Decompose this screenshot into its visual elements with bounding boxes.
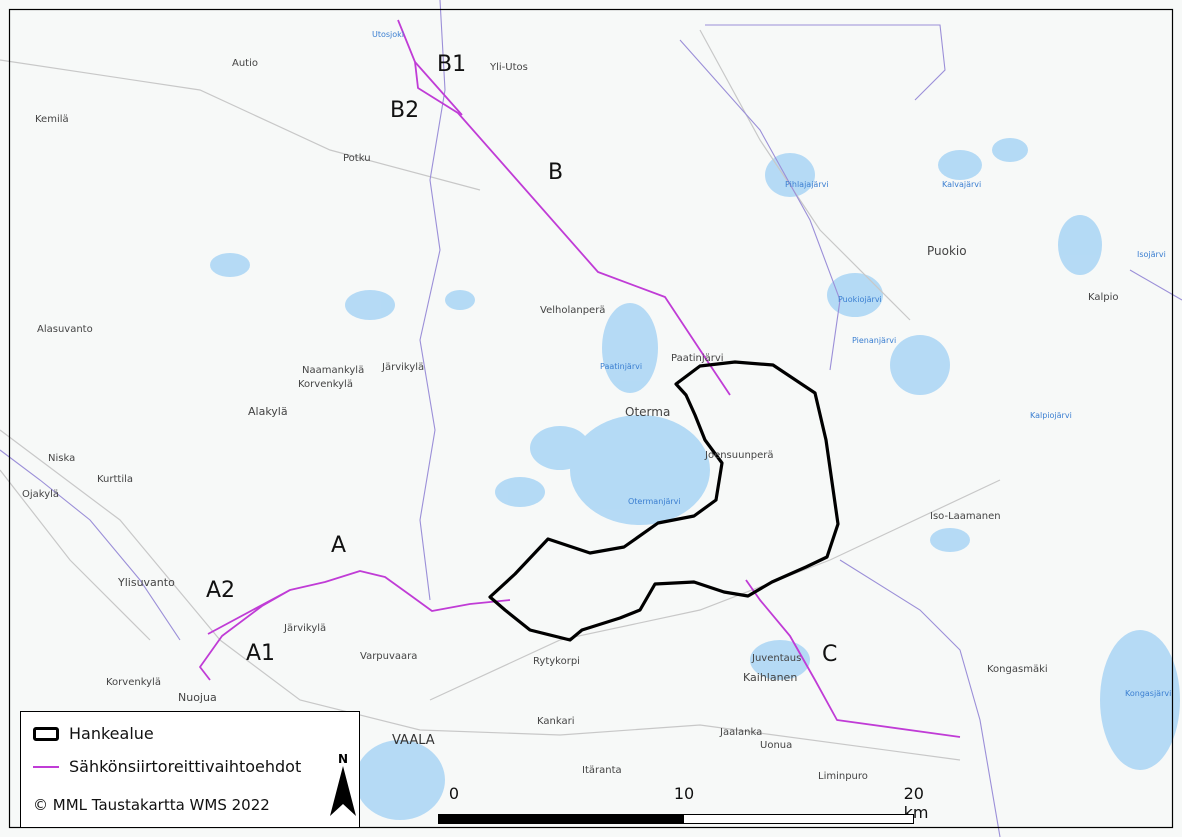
place-naamankyla: Naamankylä: [302, 365, 365, 376]
place-alasuvanto: Alasuvanto: [37, 324, 93, 335]
route-lines: [199, 19, 961, 738]
scale-segment-black: [438, 814, 684, 824]
north-arrow-icon: [330, 766, 356, 816]
project-area-boundary: [488, 360, 840, 642]
place-autio: Autio: [232, 58, 258, 69]
legend-copyright: © MML Taustakartta WMS 2022: [33, 796, 270, 814]
place-jarvikyla-south: Järvikylä: [284, 623, 327, 634]
place-itaranta: Itäranta: [582, 765, 622, 776]
north-label: N: [337, 752, 349, 766]
place-liminpuro: Liminpuro: [818, 771, 868, 782]
place-jaalanka: Jaalanka: [720, 727, 763, 738]
route-label-a2: A2: [206, 578, 236, 603]
place-nuojua: Nuojua: [178, 691, 217, 704]
water-bodies: [210, 138, 1180, 820]
place-ylisuvanto: Ylisuvanto: [118, 576, 175, 589]
place-kalpio: Kalpio: [1088, 292, 1119, 303]
water-isojarvi: Isojärvi: [1137, 250, 1166, 259]
route-label-b2: B2: [390, 98, 420, 123]
route-label-b: B: [548, 160, 564, 185]
place-vaala: VAALA: [392, 733, 435, 748]
place-kurttila: Kurttila: [97, 474, 134, 485]
place-yli-utos: Yli-Utos: [490, 62, 528, 73]
water-paatinjarvi: Paatinjärvi: [600, 362, 643, 371]
scale-segment-white: [683, 814, 914, 824]
water-kalpiojarvi: Kalpiojärvi: [1030, 411, 1072, 420]
legend: Hankealue Sähkönsiirtoreittivaihtoehdot …: [20, 711, 360, 828]
place-iso-laamanen: Iso-Laamanen: [930, 511, 1001, 522]
place-jarvikyla-north: Järvikylä: [382, 362, 425, 373]
place-potku: Potku: [343, 153, 371, 164]
place-uonua: Uonua: [760, 740, 793, 751]
place-alakyla: Alakylä: [248, 405, 288, 418]
place-korvenkyla-south: Korvenkylä: [106, 677, 161, 688]
legend-label-hankealue: Hankealue: [69, 724, 154, 743]
scale-bar: 0 10 20 km: [438, 784, 928, 834]
place-velholanpera: Velholanperä: [540, 305, 606, 316]
scale-label-10: 10: [673, 784, 695, 803]
water-kongasjarvi: Kongasjärvi: [1125, 689, 1172, 698]
scale-label-0: 0: [448, 784, 460, 803]
legend-item-routes: Sähkönsiirtoreittivaihtoehdot: [33, 757, 301, 776]
water-otermanjarvi: Otermanjärvi: [628, 497, 681, 506]
place-korvenkyla-north: Korvenkylä: [298, 379, 353, 390]
place-kaihlanen: Kaihlanen: [743, 671, 798, 684]
place-joensuunpera: Joensuunperä: [705, 450, 774, 461]
place-niska: Niska: [48, 453, 76, 464]
legend-label-routes: Sähkönsiirtoreittivaihtoehdot: [69, 757, 302, 776]
water-puokiojarvi: Puokiojärvi: [838, 295, 882, 304]
place-kongasmaki: Kongasmäki: [987, 664, 1048, 675]
route-label-b1: B1: [437, 52, 467, 77]
place-puokio: Puokio: [927, 244, 967, 258]
water-utosjoki: Utosjoki: [372, 30, 405, 39]
legend-swatch-boundary: [33, 726, 59, 741]
place-kankari: Kankari: [537, 716, 575, 727]
route-label-a1: A1: [246, 641, 276, 666]
route-label-c: C: [822, 642, 838, 667]
place-varpuvaara: Varpuvaara: [360, 651, 418, 662]
legend-swatch-route: [33, 765, 59, 768]
place-oterma: Oterma: [625, 405, 671, 419]
legend-item-hankealue: Hankealue: [33, 724, 154, 743]
water-kalvajarvi: Kalvajärvi: [942, 180, 982, 189]
place-paatinjarvi: Paatinjärvi: [671, 353, 724, 364]
route-label-a: A: [331, 533, 347, 558]
north-arrow: N: [326, 752, 360, 822]
place-kemila: Kemilä: [35, 114, 69, 125]
place-rytykorpi: Rytykorpi: [533, 656, 580, 667]
water-pihlajajarvi: Pihlajajärvi: [785, 180, 829, 189]
place-ojakyla: Ojakylä: [22, 489, 60, 500]
place-juventaus: Juventaus: [752, 653, 802, 664]
water-pienanjarvi: Pienanjärvi: [852, 336, 897, 345]
